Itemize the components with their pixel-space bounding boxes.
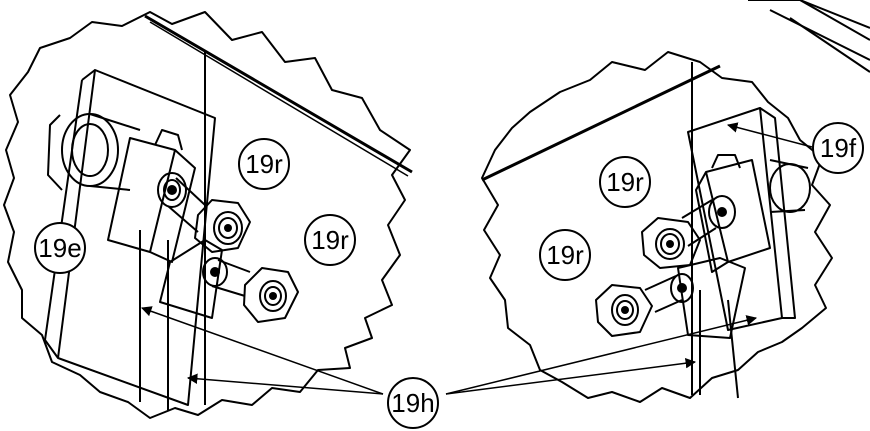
hex-nut-upper-right	[641, 217, 701, 269]
leader-lines	[141, 122, 813, 395]
hex-nut-lower-right	[595, 284, 653, 337]
right-detail-view	[481, 51, 833, 403]
callout-19r-a: 19r	[238, 138, 290, 190]
callout-19h: 19h	[387, 377, 439, 429]
svg-text:19h: 19h	[391, 388, 434, 418]
hex-nut-lower	[243, 267, 299, 323]
callout-19r-d: 19r	[539, 229, 591, 281]
callout-19r-b: 19r	[304, 214, 356, 266]
svg-text:19r: 19r	[311, 225, 349, 255]
svg-text:19e: 19e	[38, 233, 81, 263]
svg-text:19r: 19r	[546, 240, 584, 270]
svg-text:19r: 19r	[245, 149, 283, 179]
hex-nut-upper	[194, 199, 251, 253]
callout-19f: 19f	[812, 122, 864, 174]
right-detail-outline	[481, 51, 833, 403]
svg-text:19f: 19f	[820, 133, 857, 163]
left-detail-view	[3, 11, 413, 419]
left-detail-outline	[3, 11, 411, 419]
svg-text:19r: 19r	[606, 167, 644, 197]
callout-19r-c: 19r	[599, 156, 651, 208]
partial-part-top-right	[748, 0, 870, 73]
callout-19e: 19e	[34, 222, 86, 274]
